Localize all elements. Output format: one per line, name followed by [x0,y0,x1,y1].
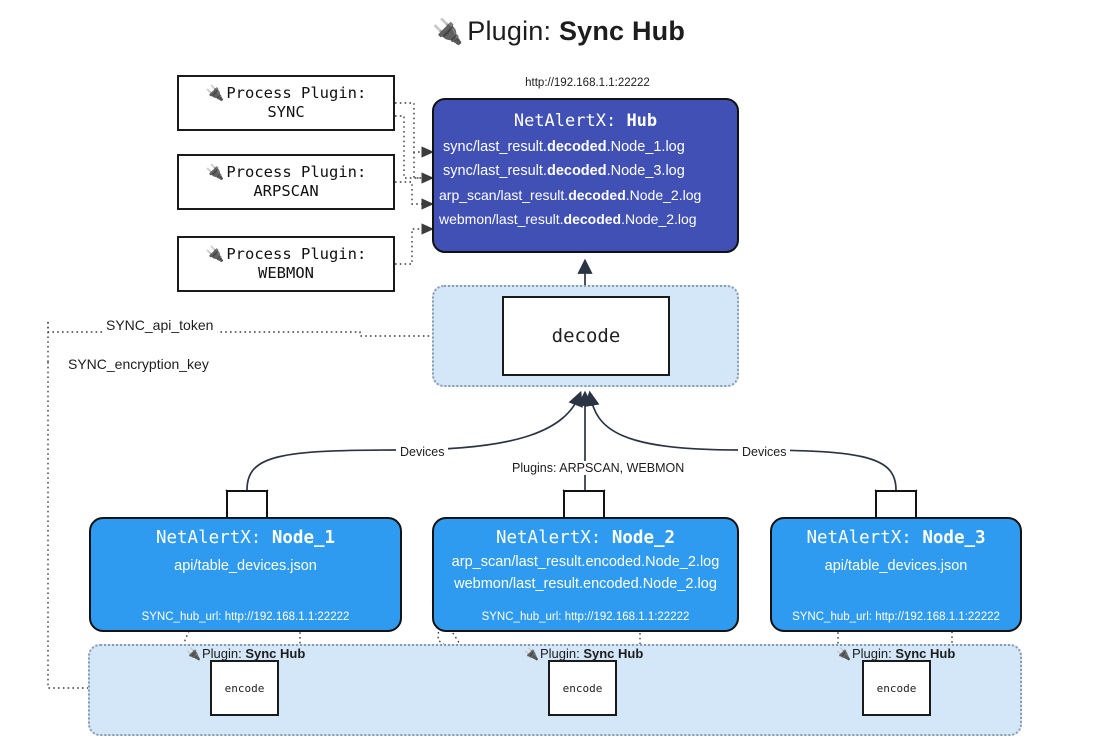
hub-logline-3-mid: decoded [568,187,626,203]
node-1[interactable]: NetAlertX: Node_1 api/table_devices.json… [89,517,402,632]
envelope-icon [226,490,268,522]
hub-logline-3-pre: arp_scan/last_result. [439,187,569,203]
plug-icon: 🔌 [205,163,225,182]
node-2-line-2: webmon/last_result.encoded.Node_2.log [454,576,717,592]
plug-icon: 🔌 [205,245,225,264]
hub-title: NetAlertX: Hub [434,111,737,131]
edge-label-devices-right: Devices [738,445,791,459]
page-title-name: Sync Hub [558,16,686,46]
node-1-footer: SYNC_hub_url: http://192.168.1.1:22222 [141,611,350,623]
plug-icon: 🔌 [205,84,225,103]
config-label-encryption-key: SYNC_encryption_key [64,356,213,372]
node-3[interactable]: NetAlertX: Node_3 api/table_devices.json… [770,517,1022,632]
sync-hub-tag-1-name: Sync Hub [245,646,306,661]
plug-icon: 🔌 [836,647,851,661]
hub-logline-1-mid: decoded [546,139,607,155]
hub-logline-4-pre: webmon/last_result. [439,211,564,227]
sync-hub-tag-1-label: Plugin: [201,646,242,661]
decode-box[interactable]: decode [502,296,670,376]
hub-title-name: Hub [626,111,658,131]
encode-box-3[interactable]: encode [862,660,931,716]
node-3-footer: SYNC_hub_url: http://192.168.1.1:22222 [792,611,1000,623]
node-3-title-prefix: NetAlertX: [806,528,912,548]
hub-node[interactable]: NetAlertX: Hub sync/last_result.decoded.… [432,98,739,253]
process-plugin-arpscan-name: ARPSCAN [253,182,319,200]
hub-url: http://192.168.1.1:22222 [525,77,650,89]
sync-hub-tag-2-label: Plugin: [539,646,580,661]
process-plugin-webmon-header: 🔌 Process Plugin: [206,245,367,264]
process-plugin-arpscan[interactable]: 🔌 Process Plugin: ARPSCAN [177,154,395,210]
hub-logline-2-post: .Node_3.log [606,163,685,179]
process-plugin-sync-header: 🔌 Process Plugin: [206,84,367,103]
node-2-title: NetAlertX: Node_2 [434,528,737,548]
plug-icon: 🔌 [186,647,201,661]
node-1-title-prefix: NetAlertX: [155,528,262,548]
sync-hub-tag-1: 🔌Plugin: Sync Hub [186,646,305,661]
node-2-title-name: Node_2 [611,528,676,548]
hub-logline-1: sync/last_result.decoded.Node_1.log [434,139,737,155]
hub-logline-3: arp_scan/last_result.decoded.Node_2.log [434,187,737,203]
node-3-title: NetAlertX: Node_3 [772,528,1020,548]
node-2-footer: SYNC_hub_url: http://192.168.1.1:22222 [481,611,690,623]
node-3-title-name: Node_3 [922,528,986,548]
node-1-title-name: Node_1 [271,528,336,548]
node-2[interactable]: NetAlertX: Node_2 arp_scan/last_result.e… [432,517,739,632]
process-plugin-arpscan-title: Process Plugin: [226,163,367,182]
hub-title-prefix: NetAlertX: [513,111,617,131]
hub-logline-2: sync/last_result.decoded.Node_3.log [434,163,737,179]
hub-logline-1-post: .Node_1.log [606,139,685,155]
node-2-title-prefix: NetAlertX: [495,528,602,548]
process-plugin-arpscan-header: 🔌 Process Plugin: [206,163,367,182]
edge-label-devices-left: Devices [396,445,449,459]
encode-box-2[interactable]: encode [548,660,617,716]
envelope-icon [875,490,917,522]
edge-label-plugins: Plugins: ARPSCAN, WEBMON [508,461,689,475]
hub-logline-1-pre: sync/last_result. [443,139,547,155]
sync-hub-tag-3-name: Sync Hub [895,646,956,661]
process-plugin-sync-title: Process Plugin: [226,84,367,103]
node-1-line-1: api/table_devices.json [174,558,317,574]
page-title: 🔌Plugin: Sync Hub [0,16,1117,47]
process-plugin-webmon-name: WEBMON [258,264,314,282]
process-plugin-sync-name: SYNC [267,103,305,121]
sync-hub-tag-3-label: Plugin: [851,646,892,661]
page-title-label: Plugin: [467,16,552,46]
process-plugin-sync[interactable]: 🔌 Process Plugin: SYNC [177,75,395,131]
node-2-line-1: arp_scan/last_result.encoded.Node_2.log [451,554,720,570]
process-plugin-webmon[interactable]: 🔌 Process Plugin: WEBMON [177,236,395,292]
config-label-api-token: SYNC_api_token [102,317,218,333]
hub-logline-4-post: .Node_2.log [621,211,697,227]
encode-box-1[interactable]: encode [210,660,279,716]
hub-logline-4-mid: decoded [563,211,622,227]
plug-icon: 🔌 [524,647,539,661]
hub-logline-3-post: .Node_2.log [625,187,702,203]
process-plugin-webmon-title: Process Plugin: [226,245,367,264]
hub-logline-4: webmon/last_result.decoded.Node_2.log [434,211,737,227]
plug-icon: 🔌 [431,18,464,46]
hub-logline-2-pre: sync/last_result. [443,163,547,179]
hub-logline-2-mid: decoded [546,163,607,179]
node-3-line-1: api/table_devices.json [824,558,968,574]
sync-hub-tag-2: 🔌Plugin: Sync Hub [524,646,643,661]
sync-hub-tag-3: 🔌Plugin: Sync Hub [836,646,955,661]
node-1-title: NetAlertX: Node_1 [91,528,400,548]
sync-hub-tag-2-name: Sync Hub [583,646,644,661]
